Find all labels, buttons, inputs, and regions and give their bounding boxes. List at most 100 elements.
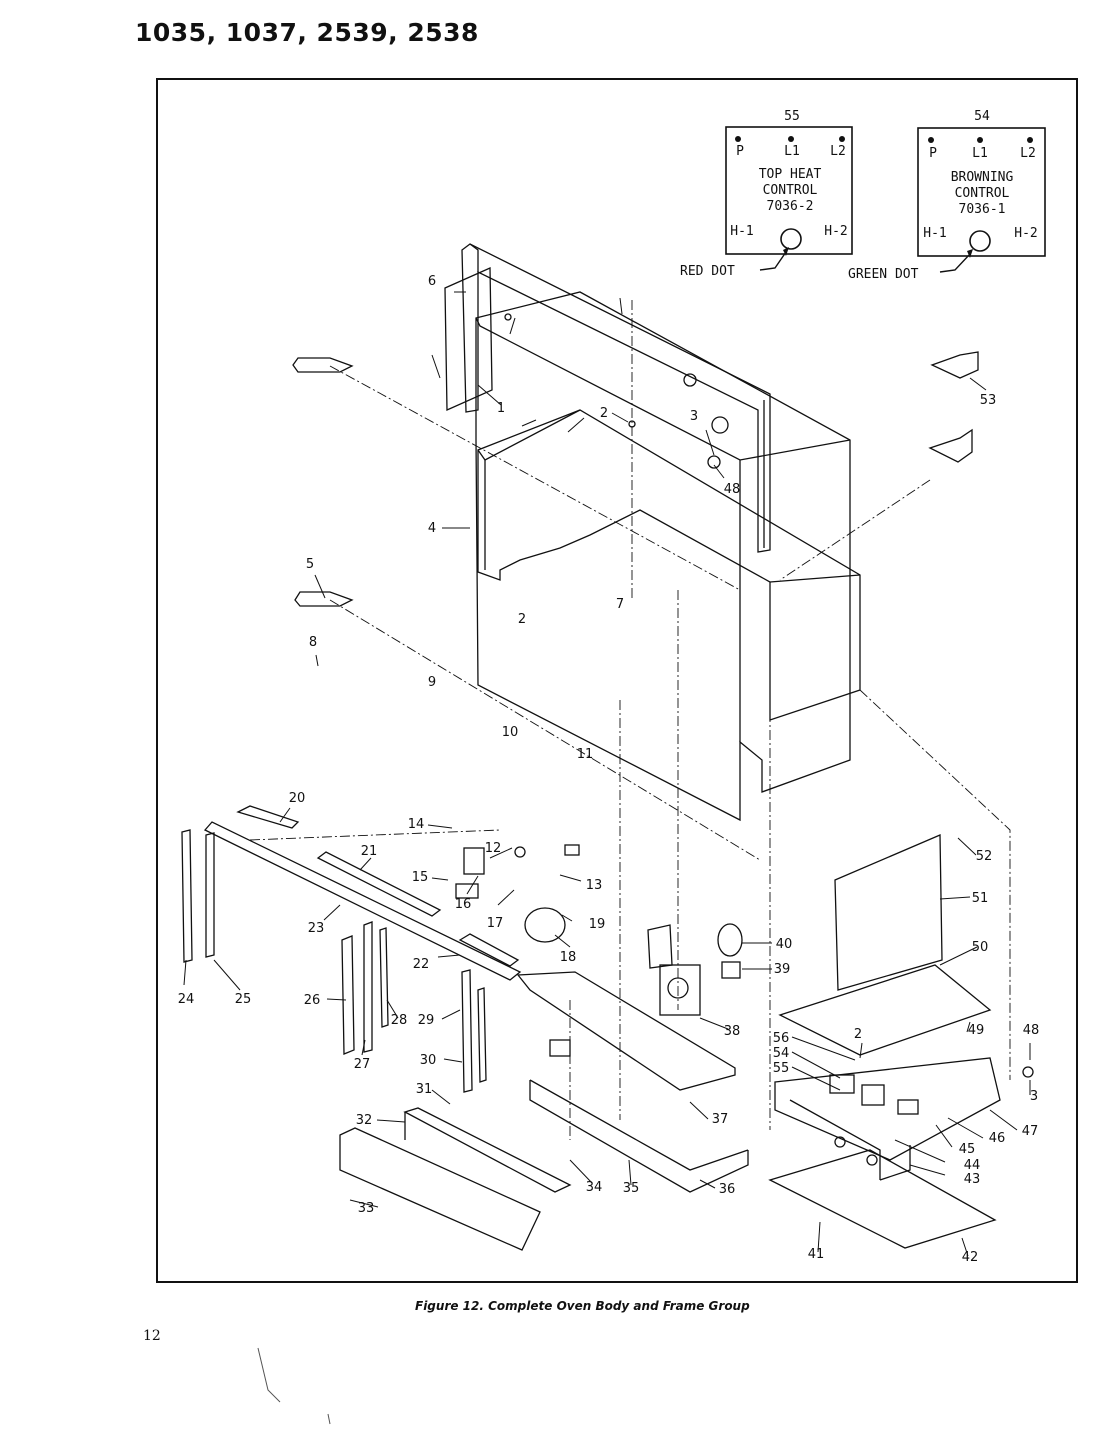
page-header-model-numbers: 1035, 1037, 2539, 2538: [135, 18, 479, 47]
part-number-callout: 50: [972, 940, 989, 955]
part-number-callout: 17: [487, 916, 504, 931]
part-number-callout: 42: [962, 1250, 979, 1265]
part-number-callout: 48: [1023, 1023, 1040, 1038]
corner-post-part: [181, 829, 193, 963]
stray-mark: [327, 1413, 331, 1425]
part-number-callout: 11: [577, 747, 594, 762]
terminal-label: L1: [972, 146, 988, 161]
control-number: 54: [974, 109, 990, 124]
figure-caption: Figure 12. Complete Oven Body and Frame …: [415, 1299, 750, 1313]
part-number-callout: 3: [690, 409, 698, 424]
callout-labels: 1 2 3 48 4 5 6 2 7 8 9 10 11 53 20 14 12…: [178, 274, 1040, 1265]
part-number-callout: 35: [623, 1181, 640, 1196]
control-plate-browning: 54 P L1 L2 BROWNING CONTROL 7036-1 H-1 H…: [848, 109, 1046, 282]
part-number-callout: 29: [418, 1013, 435, 1028]
part-number-callout: 56: [773, 1031, 790, 1046]
part-number-callout: 6: [428, 274, 436, 289]
part-number-callout: 44: [964, 1158, 981, 1173]
drawer-part: [516, 971, 736, 1091]
indicator-dot-icon: [969, 230, 991, 252]
part-number-callout: 54: [773, 1046, 790, 1061]
bottom-rail-part: [203, 821, 522, 981]
control-number: 55: [784, 109, 800, 124]
terminal-label: P: [929, 146, 937, 161]
assembly-lines: [249, 300, 1011, 1140]
lamp-bulb-part: [717, 923, 743, 957]
part-number-callout: 13: [586, 878, 603, 893]
part-number-callout: 40: [776, 937, 793, 952]
part-number-callout: 2: [600, 406, 608, 421]
terminal-label: H-2: [824, 224, 847, 239]
part-number-callout: 19: [589, 917, 606, 932]
part-number-callout: 12: [485, 841, 502, 856]
timer-motor-part: [659, 964, 701, 1016]
part-number-callout: 24: [178, 992, 195, 1007]
part-number-callout: 21: [361, 844, 378, 859]
part-number-callout: 30: [420, 1053, 437, 1068]
part-number-callout: 18: [560, 950, 577, 965]
terminal-label: L2: [1020, 146, 1036, 161]
part-number-callout: 38: [724, 1024, 741, 1039]
part-number-callout: 53: [980, 393, 997, 408]
hinge-bracket-part: [294, 591, 354, 607]
side-panel-part: [444, 267, 493, 411]
part-number-callout: 14: [408, 817, 425, 832]
terminal-label: H-1: [923, 226, 946, 241]
front-panel-part: [403, 1107, 572, 1193]
part-number-callout: 48: [724, 482, 741, 497]
door-frame-part: [461, 243, 771, 553]
part-number-callout: 33: [358, 1201, 375, 1216]
part-number-callout: 49: [968, 1023, 985, 1038]
part-number-callout: 43: [964, 1172, 981, 1187]
control-name-line: TOP HEAT: [759, 167, 822, 182]
control-name-line: CONTROL: [955, 186, 1010, 201]
part-number-callout: 36: [719, 1182, 736, 1197]
part-number-callout: 16: [455, 897, 472, 912]
part-number-callout: 2: [854, 1027, 862, 1042]
part-number-callout: 41: [808, 1247, 825, 1262]
control-plate-top-heat: 55 P L1 L2 TOP HEAT CONTROL 7036-2 H-1 H…: [680, 109, 853, 279]
part-number-callout: 34: [586, 1180, 603, 1195]
part-number-callout: 32: [356, 1113, 373, 1128]
outer-shell-part: [477, 409, 861, 721]
part-number-callout: 47: [1022, 1124, 1039, 1139]
bottom-plate-part: [768, 1149, 997, 1249]
oven-parts-drawing: [181, 243, 1034, 1251]
control-name-line: BROWNING: [951, 170, 1014, 185]
part-number-callout: 45: [959, 1142, 976, 1157]
terminal-label: P: [736, 144, 744, 159]
side-shelf-part: [834, 834, 943, 991]
dot-color-label: GREEN DOT: [848, 267, 919, 282]
part-number-callout: 7: [616, 597, 624, 612]
fan-blade-part: [524, 907, 566, 943]
indicator-dot-icon: [780, 228, 802, 250]
part-number-callout: 46: [989, 1131, 1006, 1146]
oven-body-part: [475, 291, 851, 822]
part-number-callout: 9: [428, 675, 436, 690]
terminal-label: L2: [830, 144, 846, 159]
page-number: 12: [143, 1328, 161, 1344]
part-number-callout: 10: [502, 725, 519, 740]
part-number-callout: 37: [712, 1112, 729, 1127]
part-number-callout: 1: [497, 401, 505, 416]
dot-color-label: RED DOT: [680, 264, 735, 279]
crumb-tray-part: [778, 964, 992, 1056]
part-number-callout: 39: [774, 962, 791, 977]
part-number-callout: 15: [412, 870, 429, 885]
terminal-label: L1: [784, 144, 800, 159]
part-number-callout: 27: [354, 1057, 371, 1072]
part-number-callout: 52: [976, 849, 993, 864]
callout-leaders: [183, 291, 1031, 1257]
part-number-callout: 22: [413, 957, 430, 972]
part-number-callout: 5: [306, 557, 314, 572]
control-name-line: 7036-2: [767, 199, 814, 214]
part-number-callout: 28: [391, 1013, 408, 1028]
part-number-callout: 26: [304, 993, 321, 1008]
part-number-callout: 51: [972, 891, 989, 906]
control-panel-part: [774, 1057, 1001, 1161]
part-number-callout: 20: [289, 791, 306, 806]
part-number-callout: 3: [1030, 1089, 1038, 1104]
control-name-line: CONTROL: [763, 183, 818, 198]
stray-mark: [257, 1347, 281, 1403]
